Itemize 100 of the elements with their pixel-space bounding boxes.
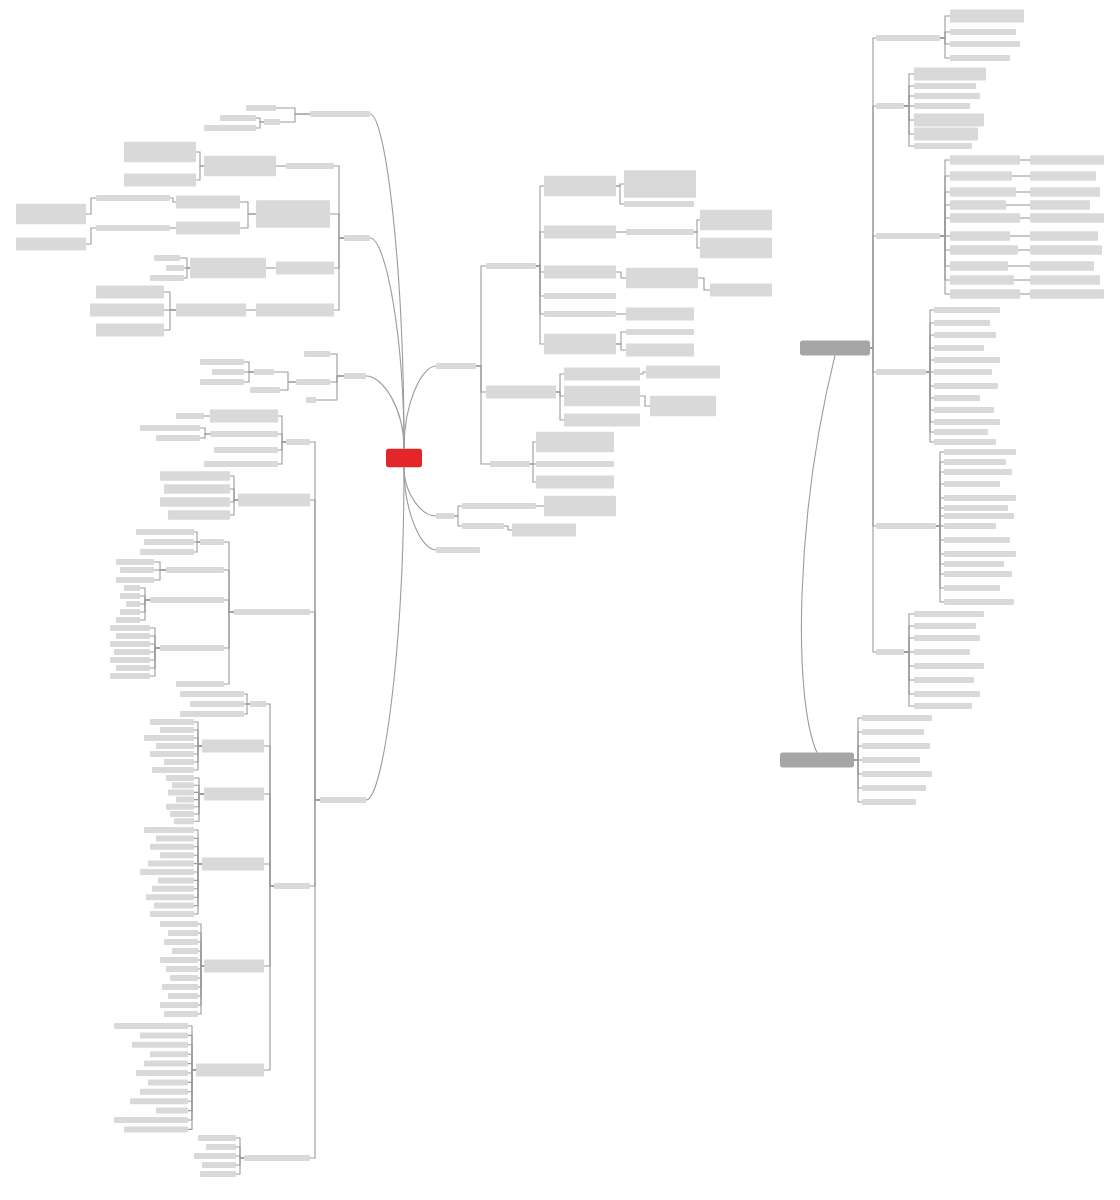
connector-line bbox=[279, 113, 311, 123]
placeholder-bar bbox=[624, 170, 696, 198]
placeholder-bar bbox=[116, 617, 140, 623]
placeholder-bar bbox=[238, 493, 310, 507]
placeholder-bar bbox=[124, 585, 140, 591]
placeholder-bar bbox=[934, 395, 980, 401]
placeholder-bar bbox=[436, 513, 454, 519]
placeholder-bar bbox=[944, 571, 1012, 577]
placeholder-bar bbox=[124, 1126, 188, 1133]
placeholder-bar bbox=[914, 143, 972, 149]
placeholder-bar bbox=[934, 332, 996, 338]
placeholder-bar bbox=[166, 567, 224, 573]
placeholder-bar bbox=[950, 155, 1020, 165]
placeholder-bar bbox=[140, 549, 194, 555]
connector-line bbox=[139, 599, 151, 621]
placeholder-bar bbox=[144, 827, 194, 833]
placeholder-bar bbox=[944, 537, 1010, 543]
connector-line bbox=[245, 309, 257, 311]
placeholder-bar bbox=[150, 719, 194, 725]
connector-line bbox=[149, 643, 161, 649]
connector-line bbox=[193, 541, 201, 553]
placeholder-bar bbox=[276, 261, 334, 275]
connector-line bbox=[1019, 159, 1031, 161]
placeholder-bar bbox=[164, 484, 230, 494]
placeholder-bar bbox=[148, 1079, 188, 1086]
placeholder-bar bbox=[204, 125, 256, 131]
placeholder-bar bbox=[176, 303, 246, 317]
placeholder-bar bbox=[124, 173, 196, 187]
placeholder-bar bbox=[700, 209, 772, 231]
connector-line bbox=[263, 863, 275, 887]
connector-line bbox=[697, 277, 711, 291]
placeholder-bar bbox=[934, 407, 994, 413]
placeholder-bar bbox=[220, 115, 256, 121]
placeholder-bar bbox=[164, 939, 198, 945]
connector-line bbox=[163, 291, 177, 311]
placeholder-bar bbox=[200, 539, 224, 545]
branch-curve bbox=[403, 365, 437, 450]
placeholder-bar bbox=[934, 345, 984, 351]
topic-box bbox=[800, 340, 870, 356]
connector-line bbox=[615, 271, 627, 279]
connector-line bbox=[279, 381, 297, 391]
placeholder-bar bbox=[296, 379, 330, 385]
placeholder-bar bbox=[190, 257, 266, 279]
connector-line bbox=[555, 391, 565, 421]
placeholder-bar bbox=[934, 439, 996, 445]
placeholder-bar bbox=[160, 497, 230, 507]
placeholder-bar bbox=[544, 225, 616, 239]
placeholder-bar bbox=[914, 703, 972, 709]
placeholder-bar bbox=[160, 471, 230, 481]
connector-line bbox=[1009, 235, 1031, 237]
placeholder-bar bbox=[150, 843, 194, 850]
placeholder-bar bbox=[204, 461, 278, 467]
connector-line bbox=[223, 599, 235, 613]
placeholder-bar bbox=[198, 1135, 236, 1141]
connector-line bbox=[85, 197, 97, 215]
connector-line bbox=[187, 1063, 197, 1071]
placeholder-bar bbox=[944, 481, 1000, 487]
placeholder-bar bbox=[204, 155, 276, 177]
placeholder-bar bbox=[914, 83, 976, 89]
connector-line bbox=[1005, 204, 1031, 206]
connector-line bbox=[853, 759, 863, 761]
placeholder-bar bbox=[164, 1011, 198, 1017]
placeholder-bar bbox=[116, 577, 154, 583]
placeholder-bar bbox=[950, 187, 1016, 197]
placeholder-bar bbox=[944, 523, 996, 529]
placeholder-bar bbox=[1030, 245, 1102, 255]
connector-line bbox=[925, 371, 935, 373]
placeholder-bar bbox=[96, 225, 170, 231]
connector-line bbox=[529, 463, 537, 483]
placeholder-bar bbox=[116, 633, 150, 639]
connector-line bbox=[639, 371, 647, 375]
connector-line bbox=[935, 525, 945, 603]
connector-line bbox=[235, 1146, 245, 1159]
placeholder-bar bbox=[950, 213, 1020, 223]
connector-line bbox=[243, 693, 251, 705]
placeholder-bar bbox=[944, 551, 1016, 557]
placeholder-bar bbox=[168, 510, 230, 520]
connector-line bbox=[475, 265, 487, 367]
placeholder-bar bbox=[194, 1153, 236, 1159]
connector-line bbox=[277, 441, 287, 465]
placeholder-bar bbox=[110, 625, 150, 631]
placeholder-bar bbox=[176, 681, 224, 687]
placeholder-bar bbox=[862, 771, 932, 777]
connector-line bbox=[529, 463, 537, 465]
placeholder-bar bbox=[96, 323, 164, 337]
connector-line bbox=[183, 267, 191, 279]
connector-line bbox=[309, 611, 321, 801]
placeholder-bar bbox=[944, 459, 1006, 465]
placeholder-bar bbox=[436, 547, 480, 553]
placeholder-bar bbox=[1030, 289, 1104, 299]
placeholder-bar bbox=[176, 796, 194, 803]
placeholder-bar bbox=[144, 735, 194, 741]
connector-line bbox=[475, 365, 491, 465]
placeholder-bar bbox=[162, 984, 198, 990]
placeholder-bar bbox=[944, 561, 1004, 567]
placeholder-bar bbox=[152, 885, 194, 892]
connector-line bbox=[315, 375, 345, 401]
connector-line bbox=[193, 791, 205, 795]
connector-line bbox=[139, 595, 151, 601]
connector-line bbox=[235, 1155, 245, 1159]
